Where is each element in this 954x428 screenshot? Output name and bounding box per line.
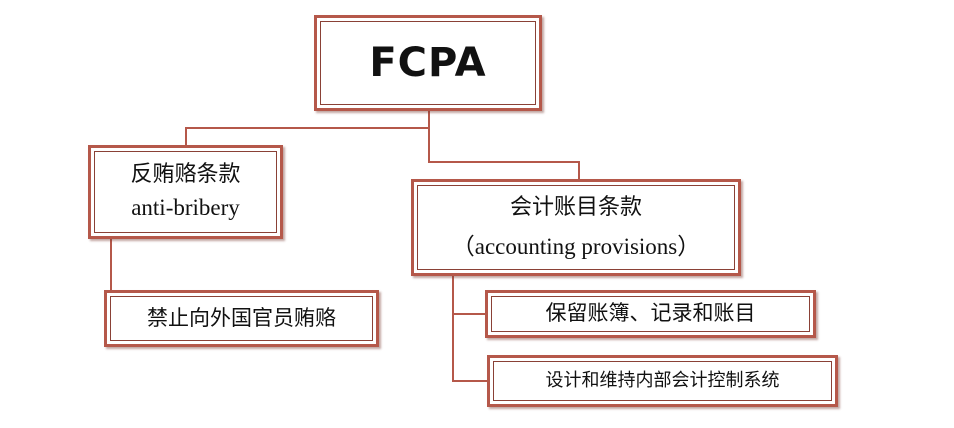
node-accounting-provisions-inner: 会计账目条款 （accounting provisions） [417, 185, 735, 270]
node-keep-records-inner: 保留账簿、记录和账目 [491, 296, 810, 332]
node-keep-records: 保留账簿、记录和账目 [485, 290, 816, 338]
connector-left-down [185, 127, 187, 147]
node-internal-control-inner: 设计和维持内部会计控制系统 [493, 361, 832, 401]
node-accounting-provisions: 会计账目条款 （accounting provisions） [411, 179, 741, 276]
node-accounting-label-en: （accounting provisions） [451, 233, 701, 259]
node-prohibit-bribery-label: 禁止向外国官员贿赂 [147, 305, 336, 330]
node-anti-bribery-label-en: anti-bribery [131, 195, 240, 221]
node-accounting-label-zh: 会计账目条款 [509, 194, 642, 220]
connector-horizontal-left [185, 127, 430, 129]
node-anti-bribery-inner: 反贿赂条款 anti-bribery [94, 151, 277, 233]
connector-right-child-vertical [452, 274, 454, 381]
connector-right-down-1 [428, 127, 430, 163]
connector-root-down [428, 110, 430, 128]
connector-right-child-2 [452, 380, 490, 382]
node-prohibit-bribery-inner: 禁止向外国官员贿赂 [110, 296, 373, 341]
connector-right-child-1 [452, 313, 488, 315]
root-node-inner: FCPA [320, 21, 536, 105]
node-internal-control: 设计和维持内部会计控制系统 [487, 355, 838, 407]
node-anti-bribery-label-zh: 反贿赂条款 [130, 162, 241, 187]
connector-right-down-2 [578, 161, 580, 181]
connector-right-horizontal [428, 161, 580, 163]
connector-left-child-vertical [110, 237, 112, 297]
node-keep-records-label: 保留账簿、记录和账目 [545, 301, 756, 326]
node-anti-bribery: 反贿赂条款 anti-bribery [88, 145, 283, 239]
node-prohibit-bribery: 禁止向外国官员贿赂 [104, 290, 379, 347]
node-internal-control-label: 设计和维持内部会计控制系统 [545, 370, 780, 392]
root-node-fcpa: FCPA [314, 15, 542, 111]
root-node-label: FCPA [369, 40, 487, 86]
